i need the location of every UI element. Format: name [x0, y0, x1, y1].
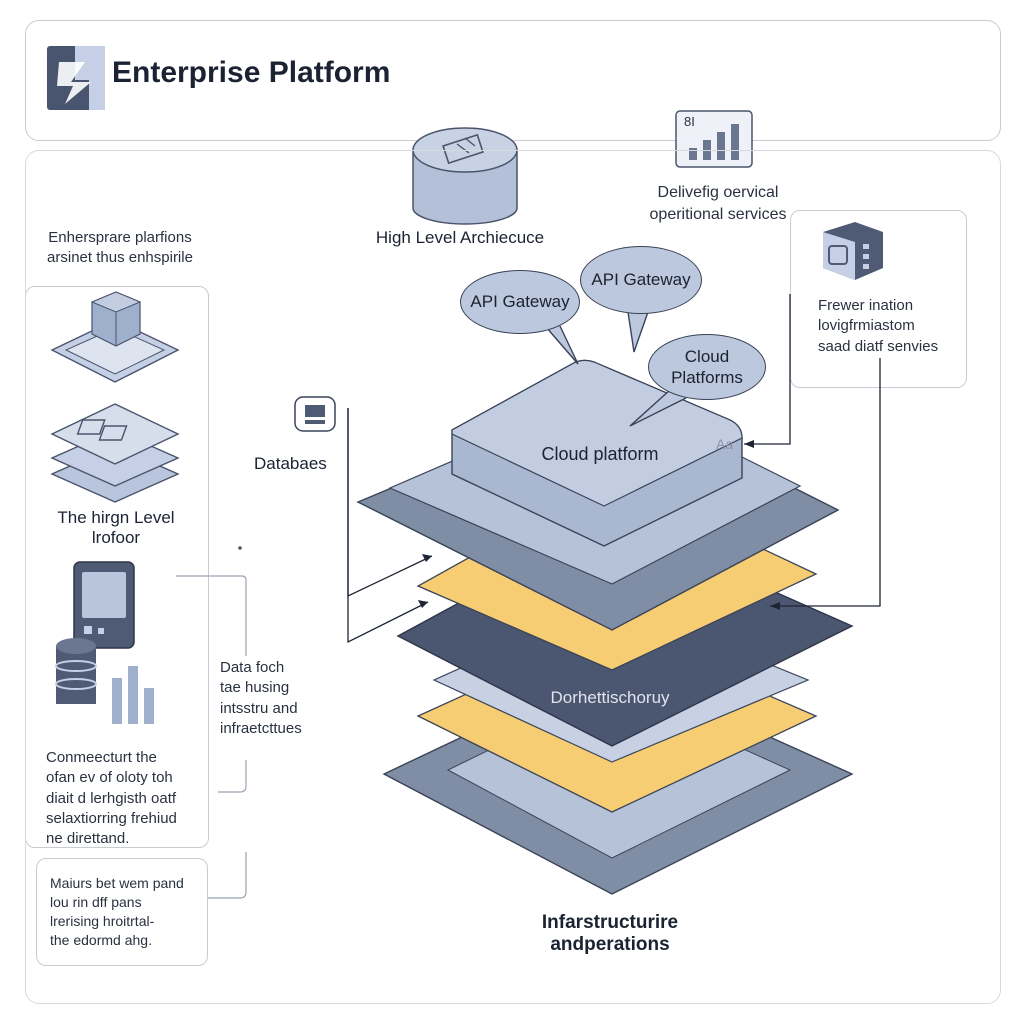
dark-layer-label: Dorhettischoruy — [550, 688, 670, 707]
api-gateway-bubble-1: API Gateway — [460, 270, 580, 334]
server-cube-icon — [823, 222, 883, 280]
edge-mark: Aa — [716, 436, 734, 452]
server-device-icon — [73, 561, 135, 649]
left-note: Conmeecturt the ofan ev of oloty toh dia… — [46, 749, 177, 847]
logo-icon — [47, 46, 105, 110]
stacked-layers-icon — [50, 403, 180, 503]
storage-stack-icon — [55, 638, 154, 724]
right-panel-text: Frewer ination lovigfrmiastom saad diatf… — [818, 297, 939, 355]
bottom-caption: Infarstructurire andperations — [541, 912, 679, 955]
left-note-box — [36, 858, 208, 966]
api-gateway-bubble-2: API Gateway — [580, 246, 702, 314]
stack-label: The hirgn Level lrofoor — [57, 508, 175, 547]
data-flow-text: Data foch tae husing intsstru and infrae… — [220, 659, 302, 737]
databases-label: Databaes — [254, 454, 327, 473]
database-terminal-icon — [294, 396, 336, 432]
cloud-platform-label: Cloud platform — [541, 444, 659, 464]
services-caption: Delivefig oervical operitional services — [649, 184, 787, 223]
page-title: Enterprise Platform — [112, 56, 391, 89]
intro-text: Enhersprare plarfions arsinet thus enhsp… — [47, 229, 193, 267]
cloud-platforms-bubble: Cloud Platforms — [648, 334, 766, 400]
architecture-label: High Level Archiecuce — [375, 228, 545, 247]
left-connectors — [176, 546, 247, 899]
left-note-box-text: Maiurs bet wem pand lou rin dff pans lre… — [50, 875, 184, 948]
cube-platform-icon — [50, 291, 180, 383]
chart-value: 8I — [684, 114, 695, 129]
